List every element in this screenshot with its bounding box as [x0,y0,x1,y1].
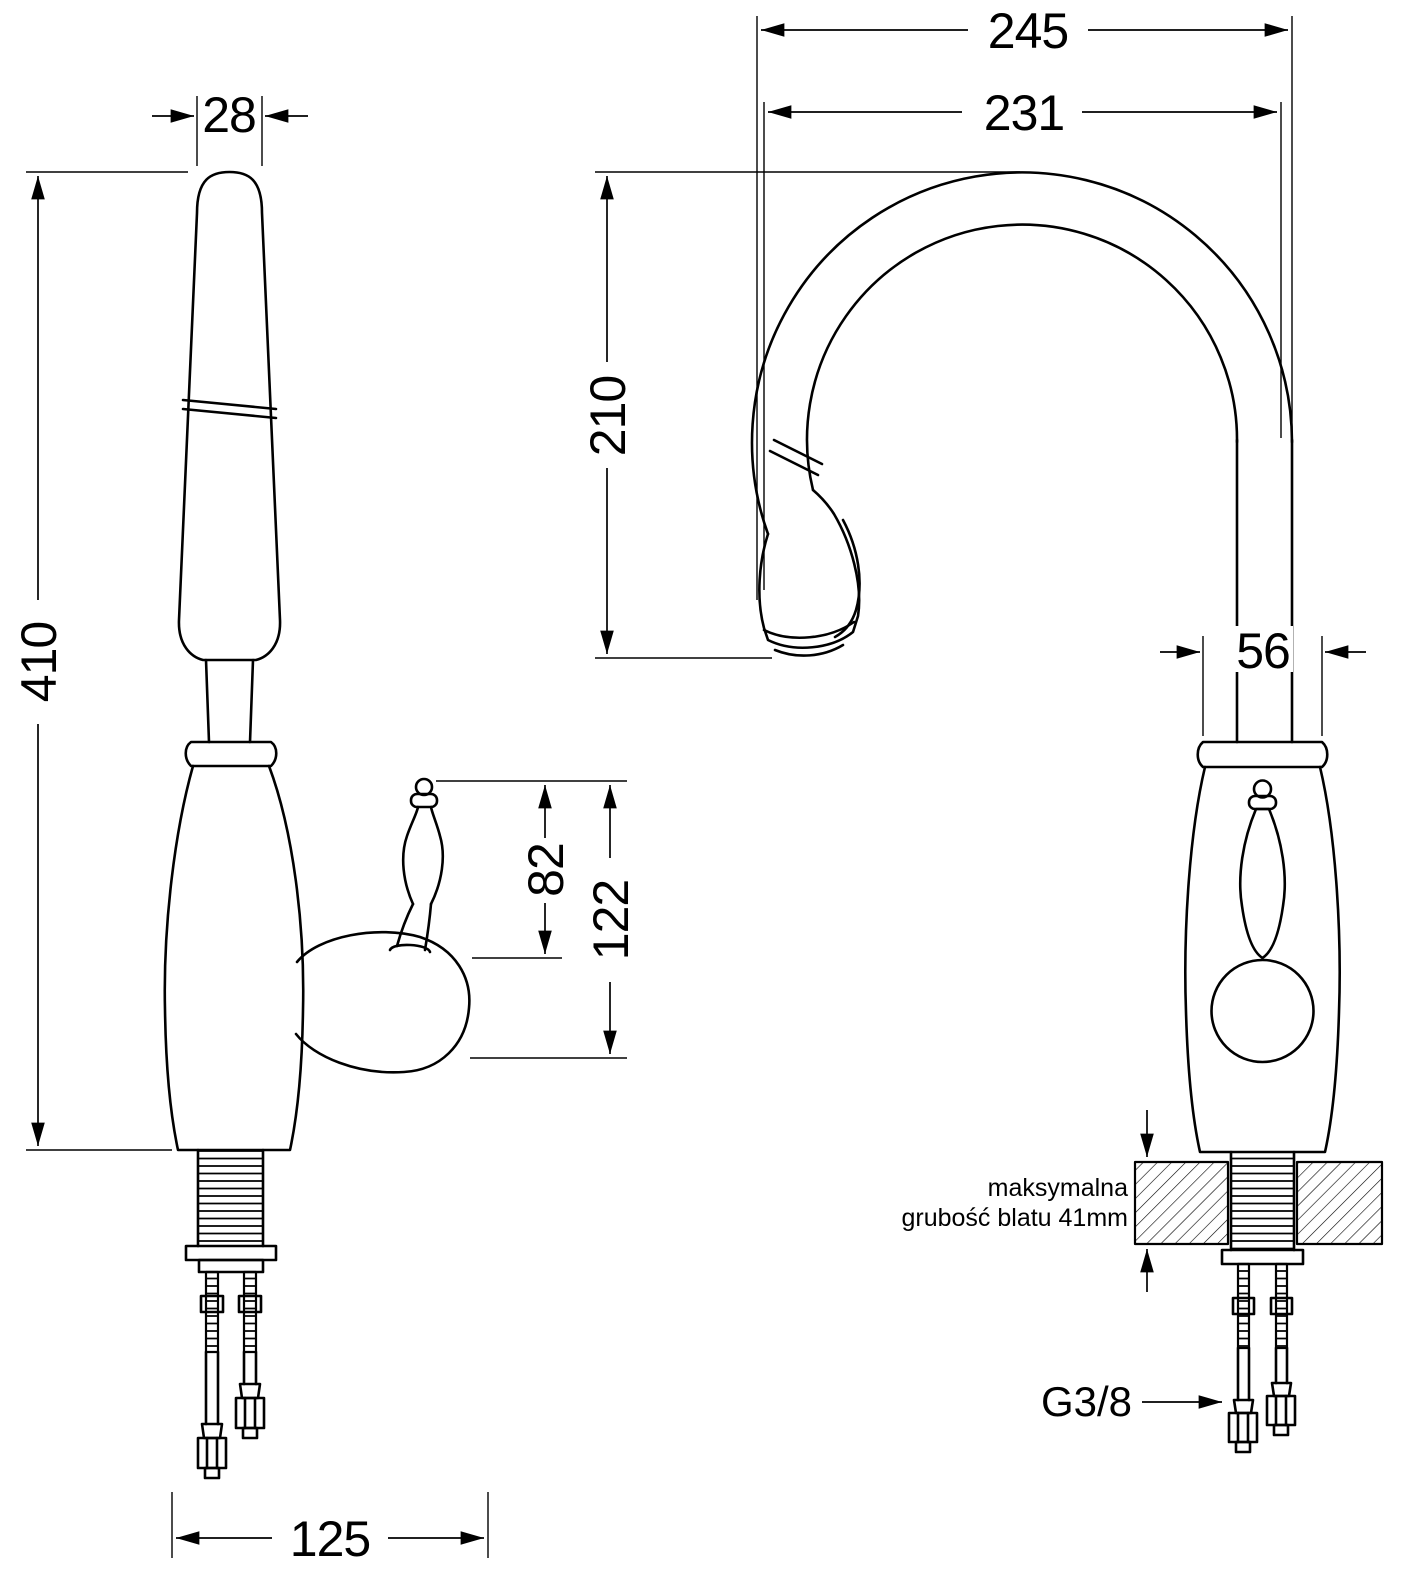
stud-nut-left [199,1294,225,1314]
dim-label-body-width: 56 [1236,623,1290,679]
spray-head-outline [758,488,861,649]
front-hose-left-hex-facets [1236,1411,1250,1444]
dim-label-total-reach: 245 [988,3,1068,59]
front-handle-teardrop [1238,807,1287,960]
thread-size-label: G3/8 [1041,1378,1132,1425]
dim-label-spout-width: 28 [202,87,256,143]
ext-lines-handle [436,780,627,1059]
counter-note-line2: grubość blatu 41mm [901,1204,1128,1232]
ext-lines-410 [26,171,188,1151]
countertop-slab-left [1133,1160,1230,1246]
ext-lines-210 [595,171,1020,659]
hose-right-tip [241,1426,259,1440]
counter-note-line1: maksymalna [988,1174,1128,1202]
ext-lines-245 [756,16,1293,600]
front-mount-washer [1220,1248,1305,1266]
hose-right-hex-facets [243,1396,257,1430]
front-stud-nut-right [1269,1296,1294,1316]
dim-label-handle-total-height: 122 [583,880,639,960]
front-stud-right [1274,1262,1289,1350]
dim-label-spout-height: 210 [580,376,636,456]
dim-label-base-span: 125 [290,1511,370,1567]
dimensions-front-view: 245 231 210 56 maksymalna grubość blatu … [580,3,1366,1425]
dim-label-spout-reach: 231 [984,85,1064,141]
front-stud-nut-left [1231,1296,1256,1316]
spray-head-grip-hook [833,518,861,639]
handle-pivot-dome [294,930,471,1074]
handle-finial-ball [414,777,434,797]
spray-head-outlet [773,643,845,657]
countertop-slab-right [1295,1160,1384,1246]
hose-left-hex-facets [205,1436,219,1470]
spout-seam-line [181,398,278,420]
faucet-side-view [163,170,471,1480]
ext-lines-231 [763,102,1282,590]
faucet-front-view [750,171,1384,1454]
front-collar-bead [1196,740,1329,769]
spout-wand-outline [177,170,282,662]
dim-label-handle-height: 82 [518,843,574,897]
spout-pipe-down [1235,438,1294,744]
front-hose-right-tip [1272,1423,1290,1437]
stud-nut-right [237,1294,263,1314]
ext-lines-125 [171,1492,489,1558]
hose-left-tip [203,1466,221,1480]
mount-thread-sides [196,1148,265,1248]
front-handle-pivot [1210,958,1315,1064]
dimensions-side-view: 28 410 82 122 125 [11,87,639,1567]
spray-head-seam [768,438,824,477]
handle-lever-arm [395,902,433,952]
neck-outline [204,658,255,744]
front-stud-left [1236,1262,1251,1350]
mount-thread-section [198,1150,263,1246]
arc-spout-inner [805,223,1239,492]
front-handle-finial-ball [1252,779,1273,799]
hose-right [242,1350,258,1386]
front-hose-right [1274,1346,1289,1385]
front-hose-right-hex-facets [1274,1394,1288,1427]
front-hose-left-tip [1234,1440,1252,1454]
front-hose-left [1236,1346,1251,1402]
front-thread-section [1231,1152,1294,1250]
mount-bracket [197,1258,265,1274]
collar-bead [184,740,278,768]
ext-lines-28 [196,96,263,166]
ext-lines-56 [1202,636,1323,736]
front-thread-sides [1229,1150,1296,1252]
handle-grip [401,805,445,906]
handle-dome-seam [388,943,432,954]
dim-label-total-height: 410 [11,622,67,702]
hose-left [204,1350,220,1426]
dim-56-text-mask [1233,626,1293,672]
